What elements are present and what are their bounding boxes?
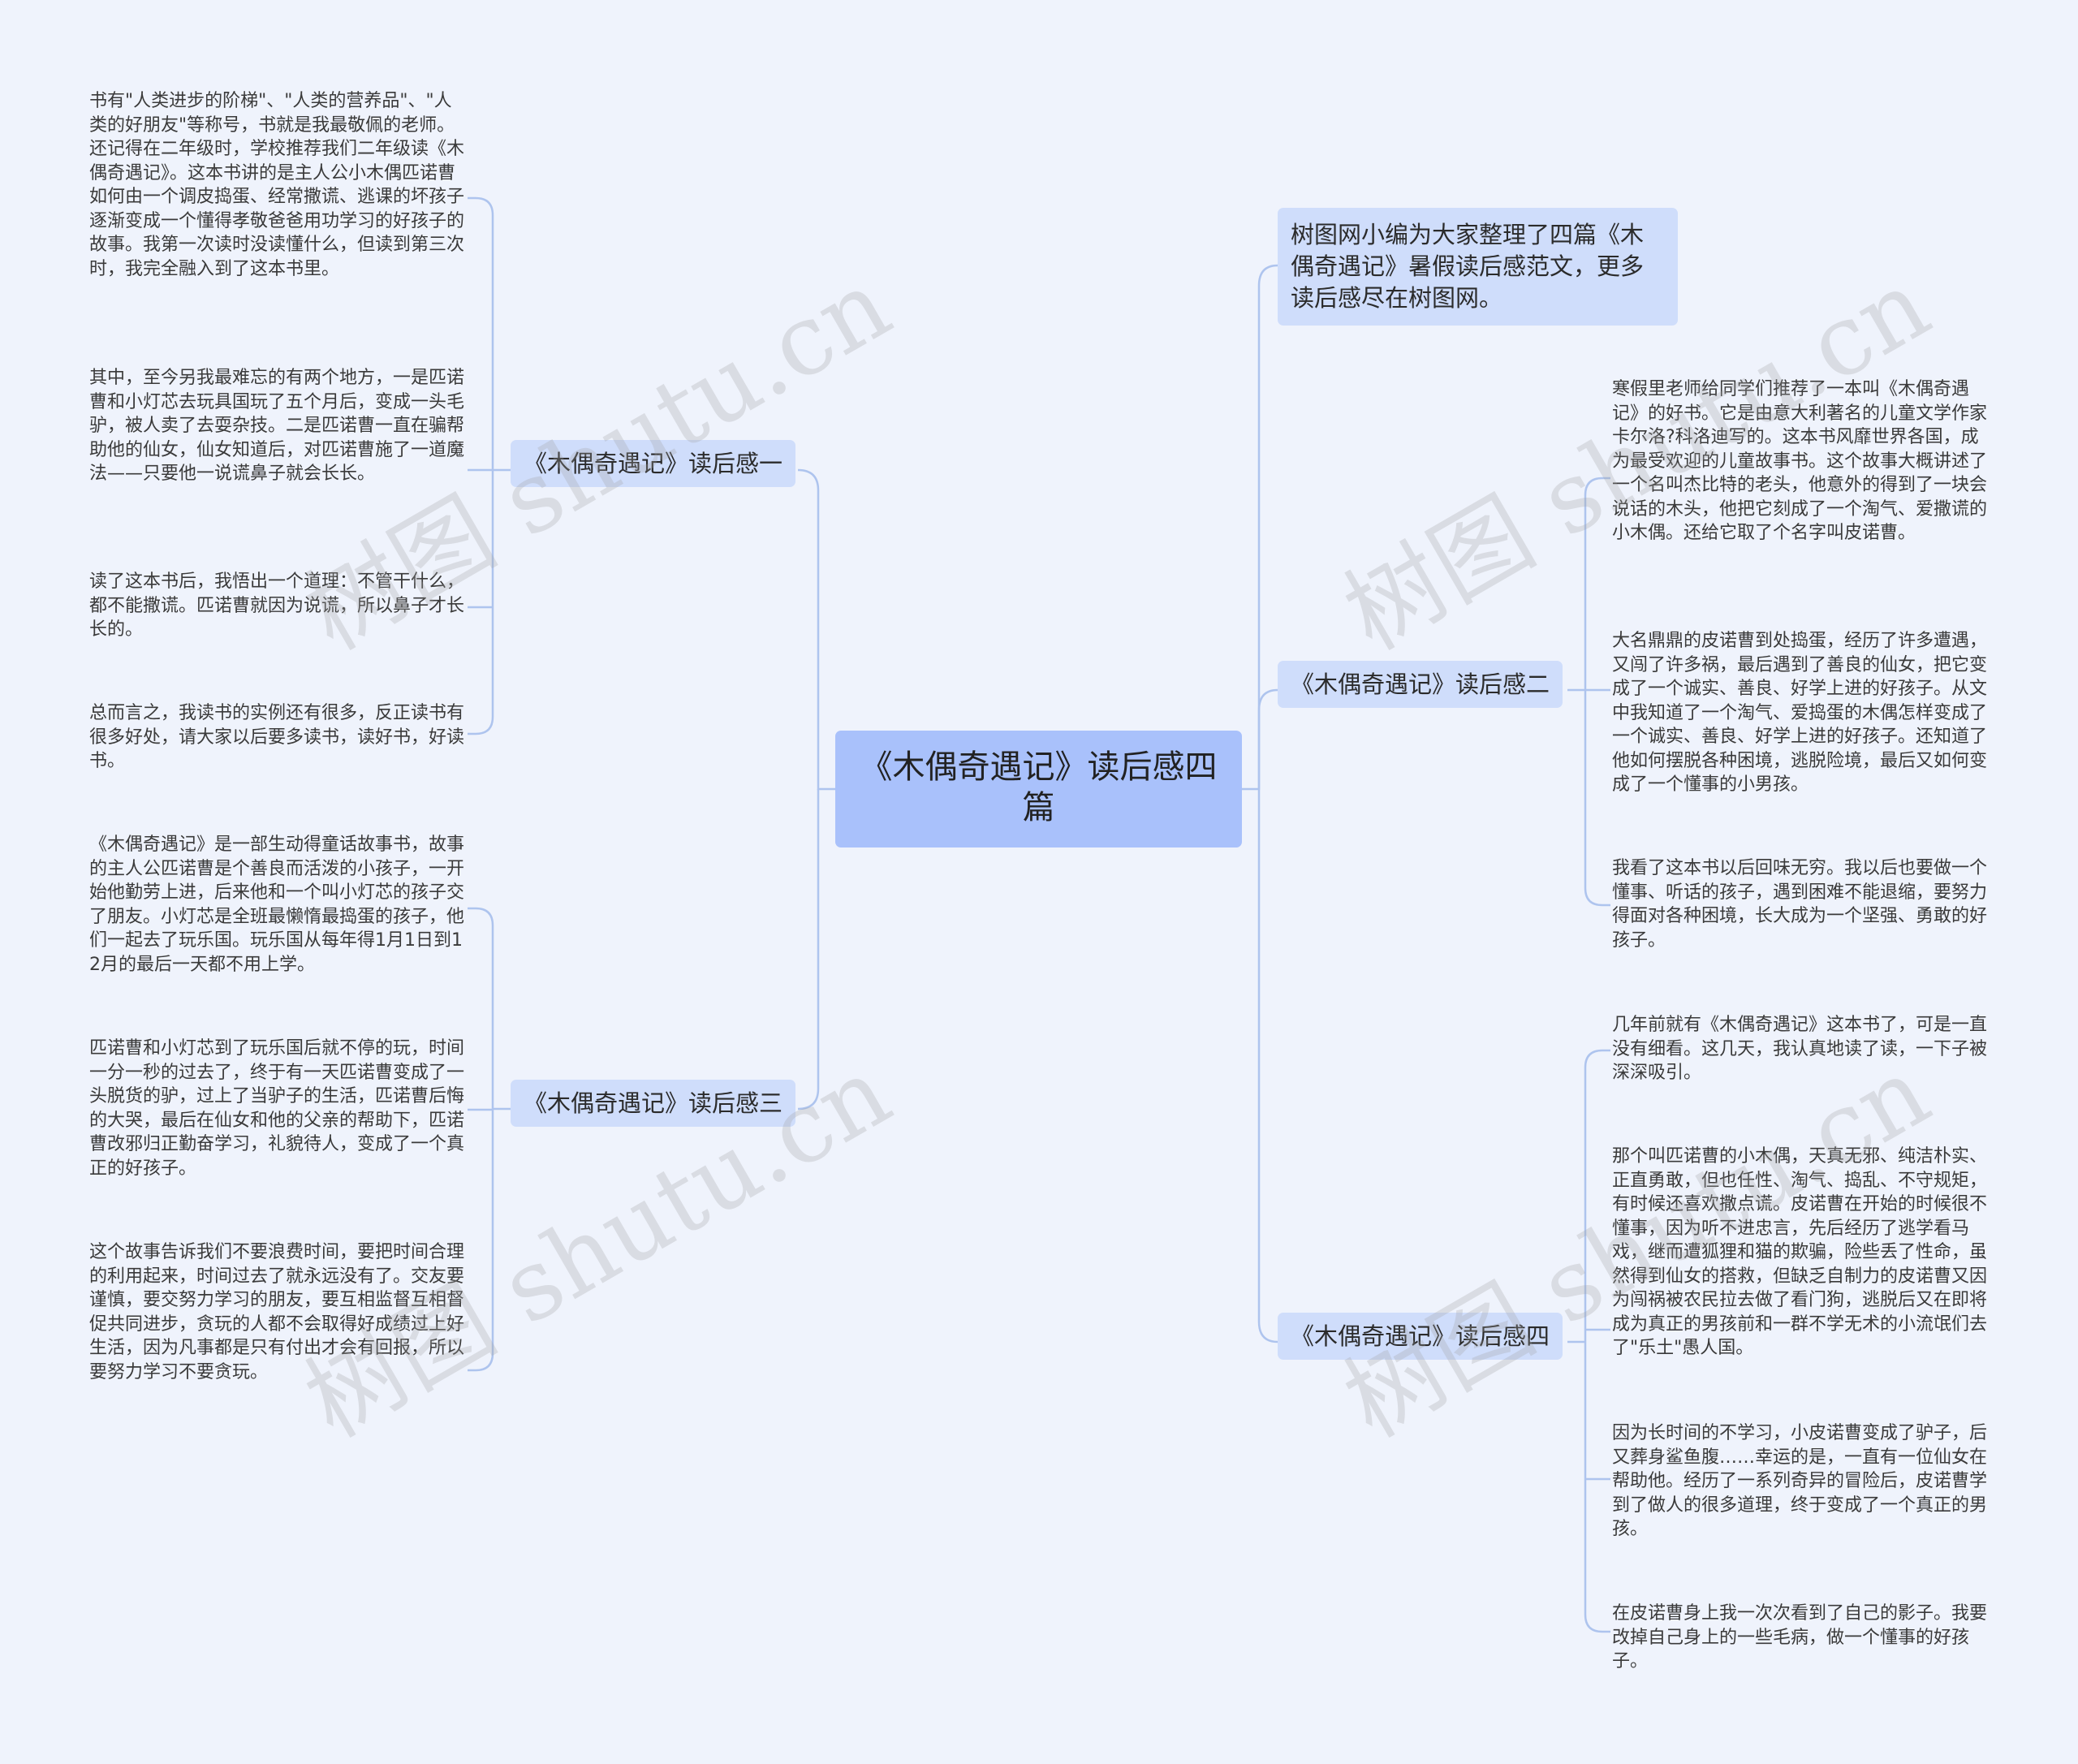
leaf-b2-2: 大名鼎鼎的皮诺曹到处捣蛋，经历了许多遭遇，又闯了许多祸，最后遇到了善良的仙女，把… [1612, 631, 1988, 795]
leaf-b1-3: 读了这本书后，我悟出一个道理：不管干什么，都不能撒谎。匹诺曹就因为说谎，所以鼻子… [89, 571, 465, 640]
link-center-b3 [797, 789, 820, 1111]
leaf-b2-1: 寒假里老师给同学们推荐了一本叫《木偶奇遇记》的好书。它是由意大利著名的儿童文学作… [1612, 379, 1988, 543]
link-center-b1 [797, 468, 835, 791]
link-center-b2 [1257, 688, 1278, 789]
intro-node[interactable]: 树图网小编为大家整理了四篇《木偶奇遇记》暑假读后感范文，更多读后感尽在树图网。 [1278, 208, 1678, 326]
branch-reflection-2[interactable]: 《木偶奇遇记》读后感二 [1278, 661, 1563, 708]
central-topic[interactable]: 《木偶奇遇记》读后感四篇 [835, 731, 1242, 847]
branch-reflection-1[interactable]: 《木偶奇遇记》读后感一 [511, 440, 796, 487]
leaf-b3-3: 这个故事告诉我们不要浪费时间，要把时间合理的利用起来，时间过去了就永远没有了。交… [89, 1242, 465, 1382]
leaf-b1-1: 书有"人类进步的阶梯"、"人类的营养品"、"人类的好朋友"等称号，书就是我最敬佩… [89, 91, 465, 279]
leaf-b4-2: 那个叫匹诺曹的小木偶，天真无邪、纯洁朴实、正直勇敢，但也任性、淘气、捣乱、不守规… [1612, 1146, 1988, 1358]
leaf-b3-1: 《木偶奇遇记》是一部生动得童话故事书，故事的主人公匹诺曹是个善良而活泼的小孩子，… [89, 835, 465, 975]
leaf-b3-2: 匹诺曹和小灯芯到了玩乐国后就不停的玩，时间一分一秒的过去了，终于有一天匹诺曹变成… [89, 1038, 465, 1179]
leaf-b4-3: 因为长时间的不学习，小皮诺曹变成了驴子，后又葬身鲨鱼腹……幸运的是，一直有一位仙… [1612, 1423, 1988, 1539]
leaf-b1-4: 总而言之，我读书的实例还有很多，反正读书有很多好处，请大家以后要多读书，读好书，… [89, 703, 465, 771]
leaf-b4-1: 几年前就有《木偶奇遇记》这本书了，可是一直没有细看。这几天，我认真地读了读，一下… [1612, 1015, 1988, 1083]
link-center-b4 [1257, 789, 1278, 1343]
branch-reflection-4[interactable]: 《木偶奇遇记》读后感四 [1278, 1313, 1563, 1360]
leaf-b1-2: 其中，至今另我最难忘的有两个地方，一是匹诺曹和小灯芯去玩具国玩了五个月后，变成一… [89, 368, 465, 484]
link-center-intro [1242, 264, 1278, 791]
branch-reflection-3[interactable]: 《木偶奇遇记》读后感三 [511, 1080, 796, 1127]
leaf-b4-4: 在皮诺曹身上我一次次看到了自己的影子。我要改掉自己身上的一些毛病，做一个懂事的好… [1612, 1603, 1988, 1671]
leaf-b2-3: 我看了这本书以后回味无穷。我以后也要做一个懂事、听话的孩子，遇到困难不能退缩，要… [1612, 858, 1988, 951]
